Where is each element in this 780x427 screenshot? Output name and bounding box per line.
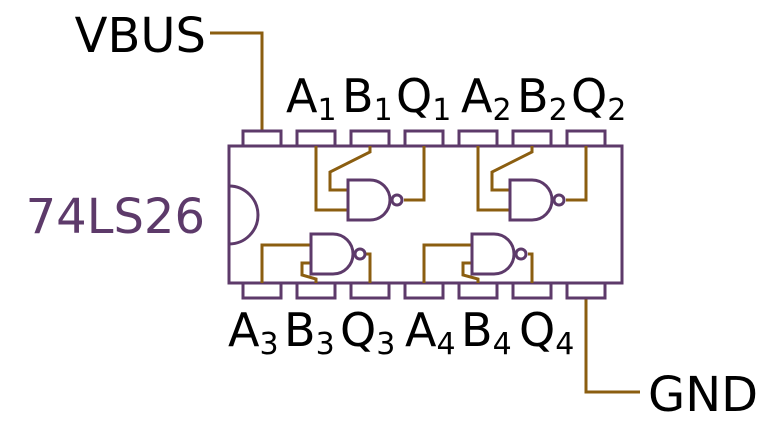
bottom-pin-row [241, 281, 607, 300]
vcc-wire [210, 31, 264, 131]
pin-6 [511, 281, 553, 300]
chip-name-label: 74LS26 [26, 189, 205, 245]
pin-5 [457, 281, 499, 300]
top-pin-row [241, 129, 607, 148]
pin-label-b2: B2 [517, 69, 568, 128]
gate-4-wiring [422, 243, 534, 283]
pin-1 [241, 281, 283, 300]
pin-label-b1: B1 [342, 69, 393, 128]
gnd-wire [584, 298, 640, 394]
pin-3 [349, 281, 391, 300]
pin-label-b4: B4 [461, 303, 512, 362]
pin-label-a3: A3 [228, 303, 279, 362]
pin-8 [565, 129, 607, 148]
nand-gate-4 [470, 232, 528, 276]
pin-label-q1: Q1 [396, 69, 451, 128]
pin-label-q3: Q3 [340, 303, 395, 362]
pin-label-q4: Q4 [519, 303, 574, 362]
pin-label-b3: B3 [284, 303, 335, 362]
gnd-label: GND [648, 367, 758, 423]
pin-12 [349, 129, 391, 148]
nand-gate-1 [346, 178, 404, 222]
pin-9 [511, 129, 553, 148]
pin-4 [403, 281, 445, 300]
pin-label-q2: Q2 [571, 69, 626, 128]
gate-3-wiring [260, 243, 372, 283]
pin-label-a1: A1 [286, 69, 337, 128]
top-pin-labels: A1 B1 Q1 A2 B2 Q2 [286, 69, 626, 128]
pin-14 [241, 129, 283, 148]
gate-1-wiring [314, 146, 426, 212]
pin-label-a2: A2 [461, 69, 512, 128]
pin-11 [403, 129, 445, 148]
pin-7 [565, 281, 607, 300]
pin-2 [295, 281, 337, 300]
orientation-notch [228, 184, 260, 246]
pin-label-a4: A4 [405, 303, 456, 362]
pin-13 [295, 129, 337, 148]
pin-10 [457, 129, 499, 148]
vcc-label: VBUS [75, 8, 206, 64]
bottom-pin-labels: A3 B3 Q3 A4 B4 Q4 [228, 303, 574, 362]
gate-2-wiring [476, 146, 588, 212]
nand-gate-2 [508, 178, 566, 222]
nand-gate-3 [309, 232, 367, 276]
